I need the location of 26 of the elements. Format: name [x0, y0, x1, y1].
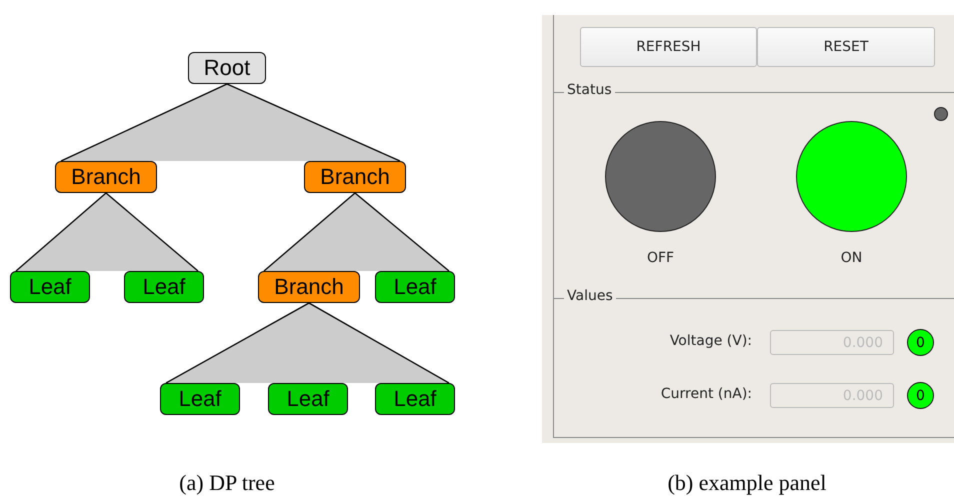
lamp-label: ON	[840, 250, 862, 266]
tree-node-box: Leaf	[375, 271, 455, 303]
tree-node-box: Leaf	[10, 271, 90, 303]
tree-edge-line	[226, 83, 400, 162]
tree-edge-line	[354, 192, 450, 272]
tree-node-box: Leaf	[124, 271, 204, 303]
refresh-button: REFRESH	[580, 27, 757, 67]
tree-node-box: Leaf	[160, 383, 240, 415]
reset-button: RESET	[757, 27, 935, 67]
tree-edge-line	[106, 192, 198, 272]
tree-node-box: Branch	[304, 161, 406, 193]
tree-edge-line	[60, 83, 228, 162]
tree-node-box: Branch	[55, 161, 157, 193]
tree-edge-line	[264, 192, 356, 272]
figure-caption: (a) DP tree	[179, 470, 275, 496]
lamp-label: OFF	[646, 250, 674, 266]
tree-edge-line	[308, 302, 450, 384]
figure-caption: (b) example panel	[668, 470, 826, 496]
tree-node-box: Branch	[258, 271, 360, 303]
tree-node-box: Leaf	[268, 383, 348, 415]
field-label: Voltage (V):	[670, 333, 752, 349]
field-label: Current (nA):	[660, 386, 752, 402]
tree-edge-line	[16, 192, 106, 272]
tree-node-box: Leaf	[375, 383, 455, 415]
tree-edge-line	[166, 302, 310, 384]
tree-node-box: Root	[188, 52, 266, 84]
